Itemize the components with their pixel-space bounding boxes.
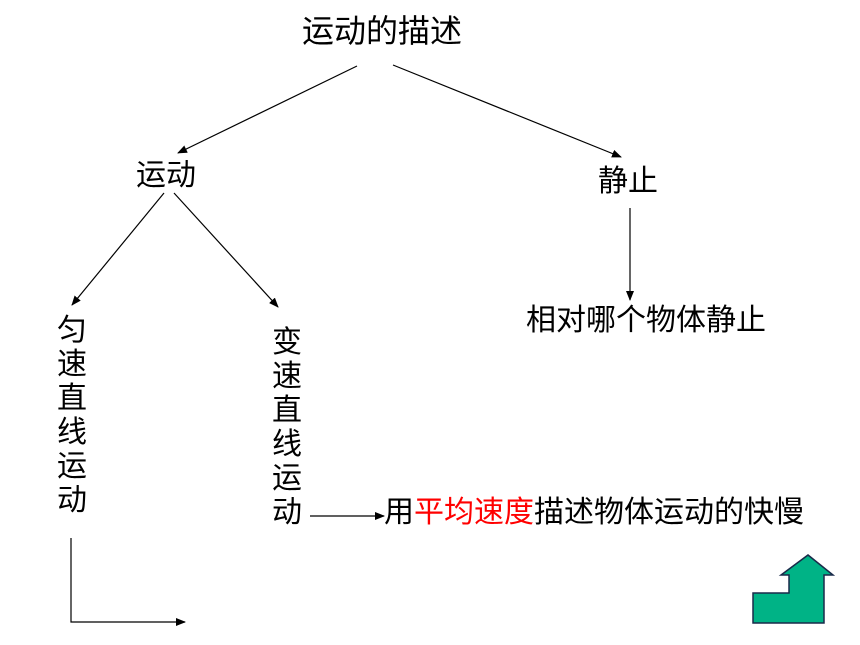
node-variable-linear-motion: 变速直线运动 — [272, 325, 302, 530]
node-rest-reference: 相对哪个物体静止 — [526, 303, 766, 338]
arrow-motion-to-variable — [173, 192, 279, 308]
return-button[interactable] — [751, 553, 835, 625]
average-speed-prefix: 用 — [384, 495, 414, 530]
node-motion: 运动 — [136, 158, 196, 193]
node-rest: 静止 — [598, 164, 658, 199]
return-arrow-icon — [752, 554, 835, 624]
node-average-speed: 用平均速度描述物体运动的快慢 — [384, 498, 804, 528]
arrow-title-to-rest — [392, 64, 622, 158]
average-speed-highlight: 平均速度 — [414, 495, 534, 530]
average-speed-suffix: 描述物体运动的快慢 — [534, 495, 804, 530]
node-uniform-linear-motion: 匀速直线运动 — [57, 313, 87, 518]
arrow-title-to-motion — [177, 65, 358, 154]
diagram-title: 运动的描述 — [302, 12, 463, 50]
arrow-uniform-elbow — [70, 538, 186, 626]
arrow-motion-to-uniform — [71, 192, 165, 306]
